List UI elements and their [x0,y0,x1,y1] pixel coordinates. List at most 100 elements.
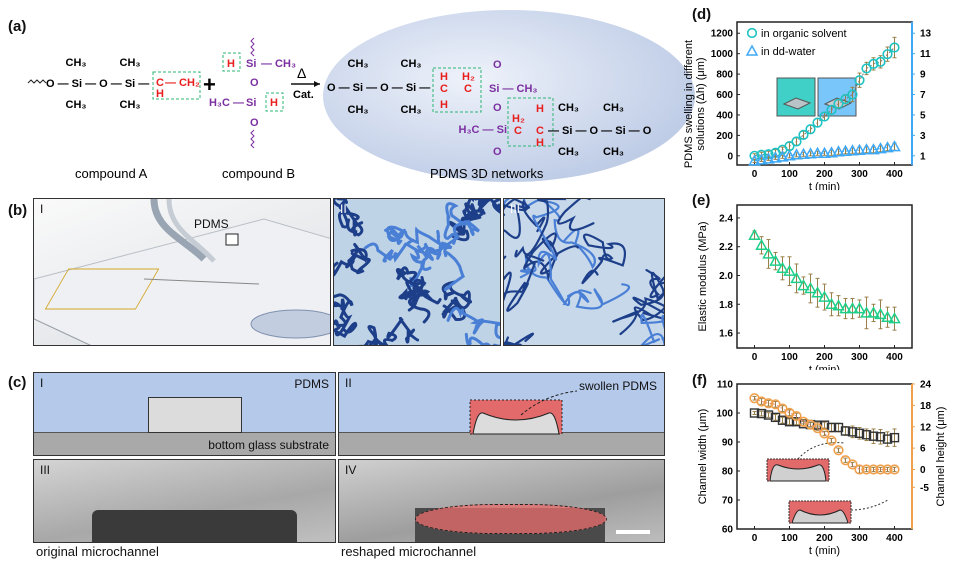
oxygen-label: O [493,146,502,158]
polymer-chain [395,266,442,305]
methyl-label: CH₃ [66,99,87,111]
legend-label-organic: in organic solvent [761,28,847,40]
data-point [861,464,872,475]
silicon-label: Si [246,58,256,70]
x-axis-label: t (min) [809,545,840,557]
data-point [860,143,873,155]
panel-c-iii-micrograph: III [33,459,336,543]
data-point [846,144,859,156]
hydride-h: H [270,97,278,109]
microchannel-line [143,278,260,285]
data-point [790,148,803,160]
x-tick-label: 0 [752,352,758,363]
y2-tick-label: 0 [920,465,926,476]
y-tick-label: 2.4 [719,213,733,224]
series-in-organic-solvent [749,36,900,161]
swollen-pdms-label: swollen PDMS [579,379,658,393]
y-tick-label: 80 [722,467,734,478]
data-point [868,464,879,475]
data-point [763,398,774,409]
c-label: C [536,125,544,137]
polymer-chain [446,306,500,345]
y2-tick-label: 24 [920,380,932,391]
x-tick-label: 100 [781,169,798,180]
data-point [854,75,865,86]
x-tick-label: 300 [851,169,868,180]
compound-b-caption: compound B [222,166,295,181]
y2-tick-label: 12 [920,422,932,433]
polymer-chain [581,233,627,285]
polymer-chain [334,199,364,237]
methyl-label: CH₃ [66,57,87,69]
methyl-label: CH₃ [120,57,141,69]
methyl-label: CH₃ [120,99,141,111]
series-elastic-modulus [748,228,901,331]
channel-cross-section [250,309,330,339]
data-point [889,432,900,443]
data-point [889,464,900,475]
methyl-label: CH₃ [558,146,579,158]
data-point [861,63,872,74]
compound-a-backbone: O — Si — O — Si — [46,78,149,90]
polymer-chain [504,199,596,270]
panel-c-label: (c) [8,374,27,391]
data-point [881,310,894,322]
data-point [762,247,775,259]
y-axis-label: Elastic modulus (MPa) [697,221,709,331]
data-point [875,56,886,67]
x-tick-label: 300 [851,533,868,544]
c-label: C [440,83,448,95]
panel-b-ii-dense-network: II [333,198,501,346]
data-point [811,146,824,159]
y2-axis-label: Channel height (μm) [935,407,947,507]
data-point [882,49,893,60]
data-point [812,117,823,128]
data-point [797,147,810,160]
polymer-chain [532,201,592,306]
h-label: H [440,99,448,111]
y-tick-label: 400 [716,110,733,121]
data-point [854,428,865,438]
y2-tick-label: 13 [920,29,932,40]
data-point [854,464,865,475]
methyl-label: H₃C — [209,97,244,109]
wavy-bond-icon [250,37,255,57]
c-label: C [514,125,522,137]
data-point [889,42,900,53]
y-tick-label: 1200 [711,29,734,40]
x-tick-label: 0 [752,169,758,180]
vinyl-highlight-box [152,71,201,100]
series-in-dd-water [748,140,901,166]
polymer-chain [334,242,371,277]
data-point [882,434,893,444]
wavy-bond-icon [27,79,47,84]
callout-line [520,390,578,416]
y-tick-label: 800 [716,70,733,81]
vinyl-carbon: C [156,77,164,89]
polymer-chain [334,293,358,339]
data-point [833,445,844,456]
panel-d-label: (d) [692,6,712,23]
pdms-callout-label: PDMS [194,217,229,231]
data-point [847,89,858,100]
series-line [754,47,895,157]
polymer-chains-dense [334,199,500,345]
data-point [748,154,761,166]
y2-tick-label: 18 [920,401,932,412]
data-point [755,238,768,251]
legend-label-water: in dd-water [761,46,816,58]
data-point [826,435,837,446]
plus-sign: + [203,72,216,97]
data-point [825,146,838,158]
polymer-chain [409,242,466,291]
network-structure: O — Si — O — Si — CH₃ CH₃ CH₃ CH₃ H C H … [327,58,652,158]
wavy-bond-icon [250,129,255,149]
data-point [882,464,893,475]
oxygen-label: O [493,102,502,114]
y2-tick-label: 1 [920,151,926,162]
data-point [846,302,859,314]
network-h3c-si: H₃C — Si [459,124,507,136]
y-tick-label: 1.8 [719,300,733,311]
h-label: H [440,71,448,83]
